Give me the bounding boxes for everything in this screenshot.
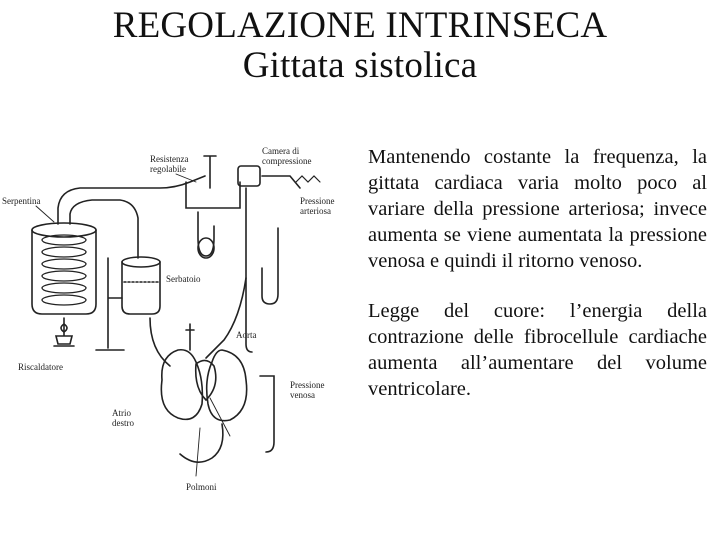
label-riscaldatore: Riscaldatore — [18, 362, 63, 372]
label-serbatoio: Serbatoio — [166, 274, 201, 284]
label-pressione-venosa-1: Pressione — [290, 380, 325, 390]
flame — [60, 323, 68, 333]
stand — [95, 257, 125, 351]
label-pressione-arteriosa-1: Pressione — [300, 196, 335, 206]
leader-serpentina — [35, 205, 55, 223]
label-atrio-1: Atrio — [112, 408, 131, 418]
trachea — [185, 323, 195, 351]
label-aorta: Aorta — [236, 330, 257, 340]
arterial-column — [245, 187, 253, 353]
heart — [194, 359, 217, 402]
label-pressione-arteriosa-2: arteriosa — [300, 206, 331, 216]
paragraph-gittata: Mantenendo costante la frequenza, la git… — [368, 146, 707, 272]
serpentina-beaker-rim — [31, 222, 97, 238]
resistenza-pipe — [185, 181, 241, 209]
camera-outlet — [261, 175, 301, 189]
riscaldatore-burner — [53, 317, 75, 347]
heart-lung-apparatus-figure: Serpentina Resistenza regolabile Camera … — [0, 118, 365, 498]
serpentina-coil — [41, 234, 87, 306]
label-camera-1: Camera di — [262, 146, 300, 156]
label-resistenza-1: Resistenza — [150, 154, 189, 164]
venous-manometer — [259, 375, 275, 453]
serbatoio-to-atrium — [149, 317, 171, 367]
pressure-trace — [295, 175, 321, 183]
serpentina-beaker — [31, 229, 97, 315]
leader-resistenza — [175, 173, 197, 183]
label-resistenza-2: regolabile — [150, 164, 186, 174]
slide-header: REGOLAZIONE INTRINSECA Gittata sistolica — [0, 6, 720, 86]
arterial-manometer — [261, 227, 279, 305]
lung-left — [160, 348, 204, 421]
venous-return — [179, 423, 224, 463]
lung-right — [205, 349, 248, 422]
label-pressione-venosa-2: venosa — [290, 390, 315, 400]
resistenza-valve — [203, 155, 217, 189]
serbatoio-vessel — [121, 261, 161, 315]
slide-subtitle: Gittata sistolica — [242, 45, 478, 86]
serpentina-outlet-tube — [69, 199, 139, 259]
top-tube — [57, 175, 206, 225]
bulb — [197, 211, 215, 257]
paragraph-legge-del-cuore: Legge del cuore: l’energia della contraz… — [368, 300, 707, 400]
label-camera-2: compressione — [262, 156, 312, 166]
leader-polmoni — [195, 427, 201, 477]
body-text: Mantenendo costante la frequenza, la git… — [368, 144, 707, 402]
label-polmoni: Polmoni — [186, 482, 217, 492]
bulb-body — [197, 237, 215, 259]
apparatus-drawing: Serpentina Resistenza regolabile Camera … — [2, 146, 335, 492]
slide-title: REGOLAZIONE INTRINSECA — [112, 5, 608, 46]
label-atrio-2: destro — [112, 418, 134, 428]
camera-compressione — [237, 165, 261, 187]
aorta-tube — [205, 277, 247, 359]
leader-atrio — [209, 397, 231, 437]
label-serpentina: Serpentina — [2, 196, 41, 206]
serbatoio-rim — [121, 256, 161, 268]
